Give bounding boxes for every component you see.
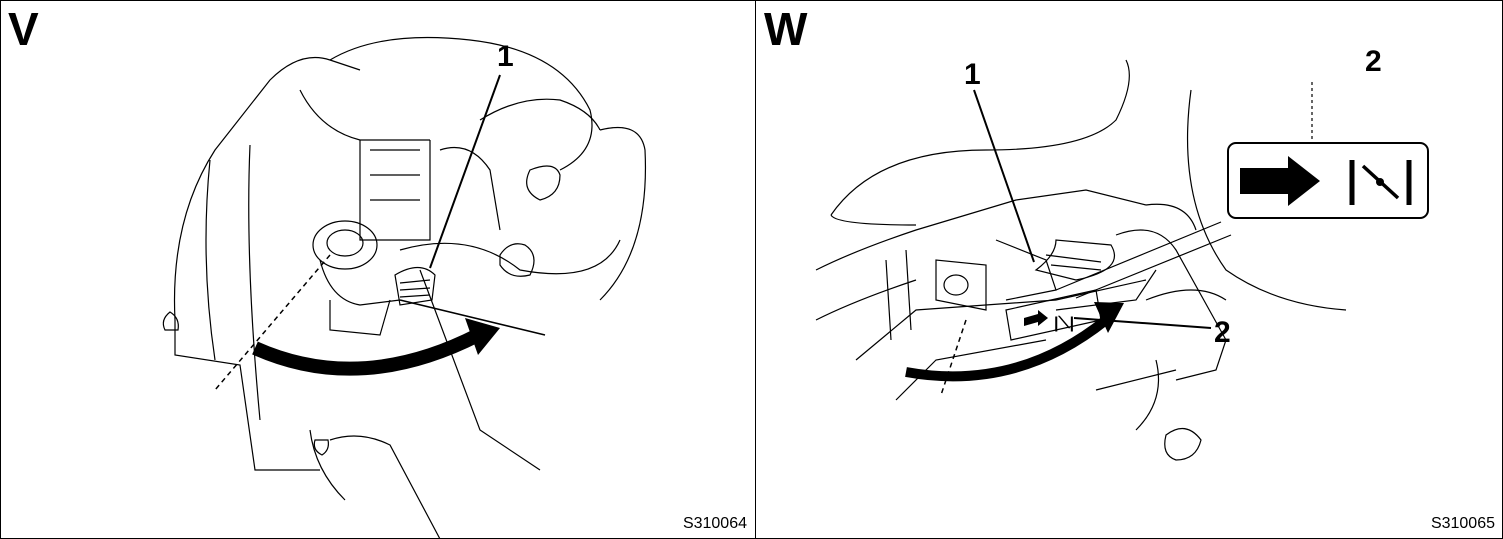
svg-text:|⟍|: |⟍|: [1054, 315, 1074, 332]
panel-letter: W: [764, 3, 808, 55]
callout-1: 1: [497, 40, 514, 73]
panel-divider: [755, 0, 756, 539]
engine-illustration-w: |⟍|: [815, 59, 1429, 461]
figure-code: S310064: [682, 515, 747, 532]
panel-w: |⟍| W 1 2 2 S310065: [756, 0, 1503, 539]
engine-illustration-v: [162, 36, 647, 539]
callout-1: 1: [964, 58, 981, 91]
choke-lever-arrow-icon: [1227, 142, 1429, 219]
callout-2-lower: 2: [1214, 316, 1231, 349]
figure-code: S310065: [1430, 515, 1495, 532]
panel-letter: V: [8, 3, 39, 55]
panel-v: V 1 S310064: [8, 3, 747, 539]
callout-2-upper: 2: [1365, 45, 1382, 78]
